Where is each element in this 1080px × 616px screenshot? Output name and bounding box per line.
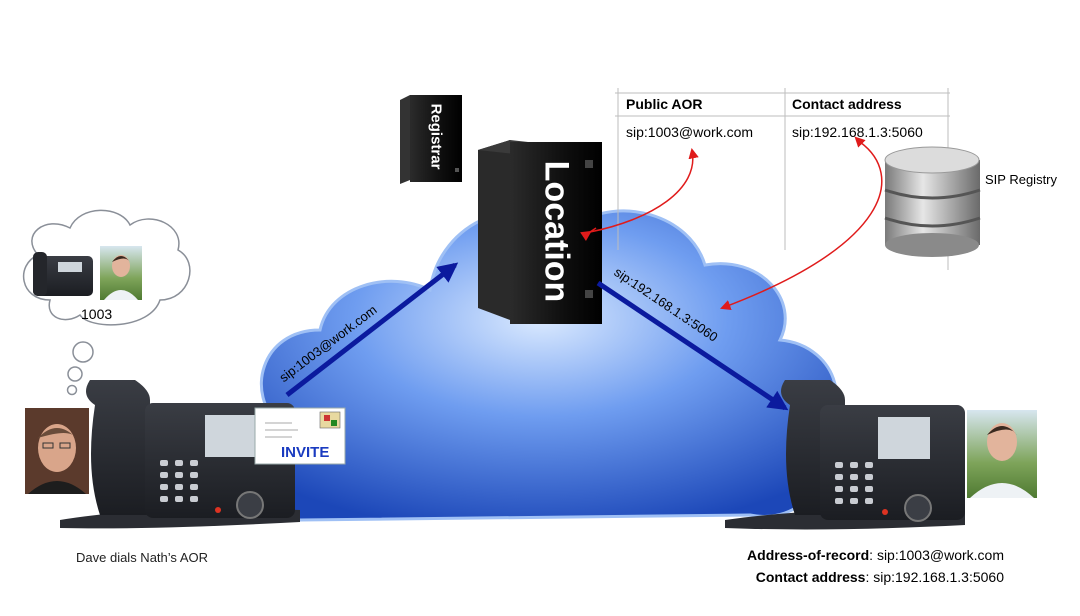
table-header-public-aor: Public AOR bbox=[626, 96, 703, 112]
callee-aor-value: : sip:1003@work.com bbox=[869, 547, 1004, 563]
callee-contact-line: Contact address: sip:192.168.1.3:5060 bbox=[747, 566, 1004, 588]
callee-avatar-small bbox=[100, 246, 142, 300]
location-label-text: Location bbox=[537, 160, 576, 303]
callee-contact-value: : sip:192.168.1.3:5060 bbox=[865, 569, 1004, 585]
arrow-location-to-aor bbox=[589, 147, 699, 233]
callee-phone bbox=[725, 380, 965, 530]
registrar-label-text: Registrar bbox=[427, 103, 445, 170]
database-icon bbox=[884, 146, 981, 257]
registrar-server bbox=[400, 95, 462, 184]
arrow-contact-to-callee bbox=[720, 141, 883, 310]
arrow-caller-to-location bbox=[285, 262, 459, 397]
caller-avatar bbox=[25, 408, 89, 494]
callee-aor-line: Address-of-record: sip:1003@work.com bbox=[747, 544, 1004, 566]
callee-aor-label: Address-of-record bbox=[747, 547, 870, 563]
location-server bbox=[478, 140, 602, 324]
arrow-location-to-callee bbox=[596, 280, 789, 411]
thought-bubble-number: 1003 bbox=[81, 306, 113, 322]
thought-bubble bbox=[22, 209, 191, 396]
phone-icon-small bbox=[33, 252, 93, 296]
table-header-contact-address: Contact address bbox=[792, 96, 902, 112]
callee-avatar bbox=[967, 410, 1037, 498]
invite-envelope bbox=[254, 407, 346, 465]
red-arrows bbox=[580, 136, 883, 310]
table-cell-aor: sip:1003@work.com bbox=[626, 124, 754, 140]
callee-info: Address-of-record: sip:1003@work.com Con… bbox=[747, 544, 1004, 588]
blue-arrows bbox=[285, 262, 789, 411]
table-cell-contact: sip:192.168.1.3:5060 bbox=[792, 124, 923, 140]
caller-caption: Dave dials Nath’s AOR bbox=[76, 550, 208, 565]
callee-contact-label: Contact address bbox=[755, 569, 866, 585]
invite-label: INVITE bbox=[281, 444, 330, 461]
registry-table-grid bbox=[615, 88, 950, 270]
sip-registry-label: SIP Registry bbox=[985, 172, 1058, 187]
